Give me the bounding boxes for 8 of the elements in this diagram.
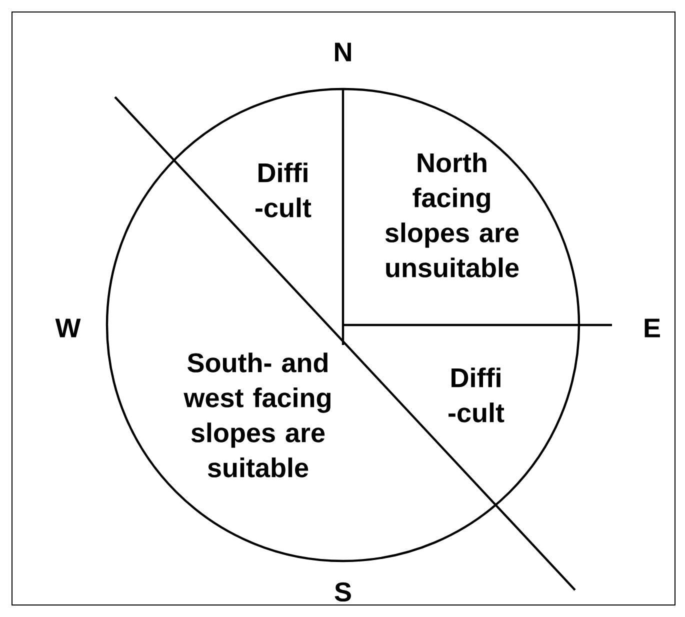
region-label: North facing slopes are unsuitable [385,152,519,278]
region-label: South- and west facing slopes are suitable [184,352,330,478]
region-label: Diffi -cult [448,368,504,422]
direction-label: S [334,582,351,602]
direction-label: E [644,318,660,338]
direction-label: N [335,42,351,62]
region-label: Diffi -cult [256,162,312,218]
direction-label: W [55,318,81,338]
